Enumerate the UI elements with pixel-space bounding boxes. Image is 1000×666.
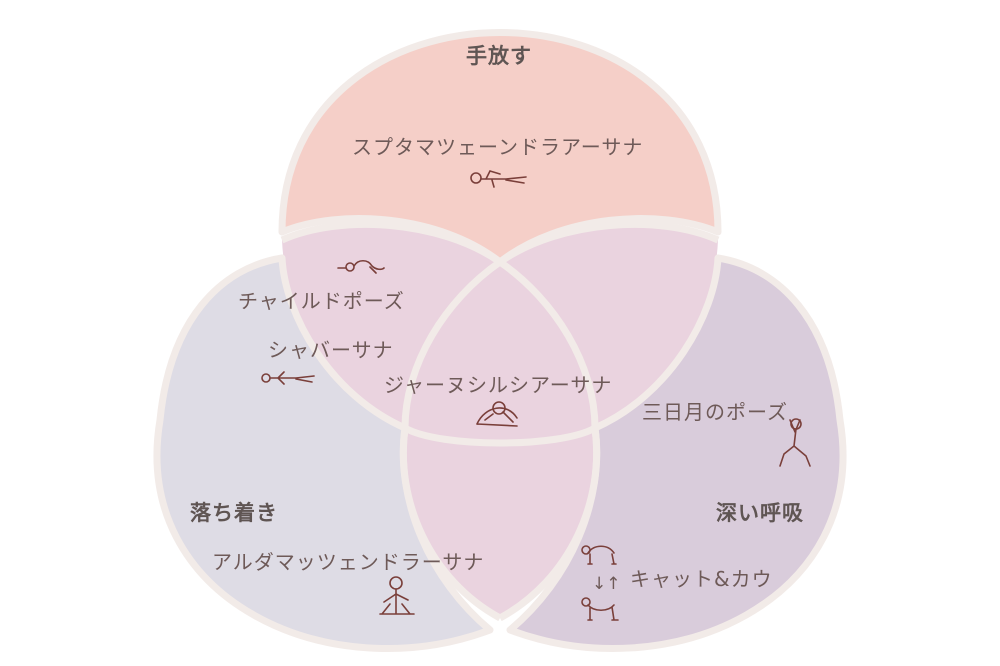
pose-label-crescent: 三日月のポーズ [642, 400, 788, 424]
category-label-top: 手放す [466, 44, 532, 68]
category-label-right: 深い呼吸 [716, 501, 804, 525]
cat-pose-figure-icon [578, 542, 620, 568]
pose-label-savasana: シャバーサナ [268, 338, 394, 362]
lying-figure-icon [466, 166, 530, 192]
category-label-left: 落ち着き [190, 501, 278, 525]
pose-label-supta: スプタマツェーンドラアーサナ [352, 135, 644, 159]
pose-label-child: チャイルドポーズ [238, 289, 405, 313]
pose-label-janu: ジャーヌシルシアーサナ [384, 373, 613, 397]
child-pose-figure-icon [336, 256, 386, 276]
crescent-lunge-figure-icon [766, 414, 814, 472]
pose-label-ardha: アルダマッツェンドラーサナ [212, 550, 485, 574]
cat-cow-arrows: ↓↑ [592, 574, 621, 594]
pose-label-catcow: キャット&カウ [630, 567, 773, 591]
savasana-figure-icon [256, 367, 316, 387]
cow-pose-figure-icon [578, 594, 620, 624]
seated-forward-bend-figure-icon [473, 398, 521, 430]
seated-twist-figure-icon [376, 574, 418, 620]
